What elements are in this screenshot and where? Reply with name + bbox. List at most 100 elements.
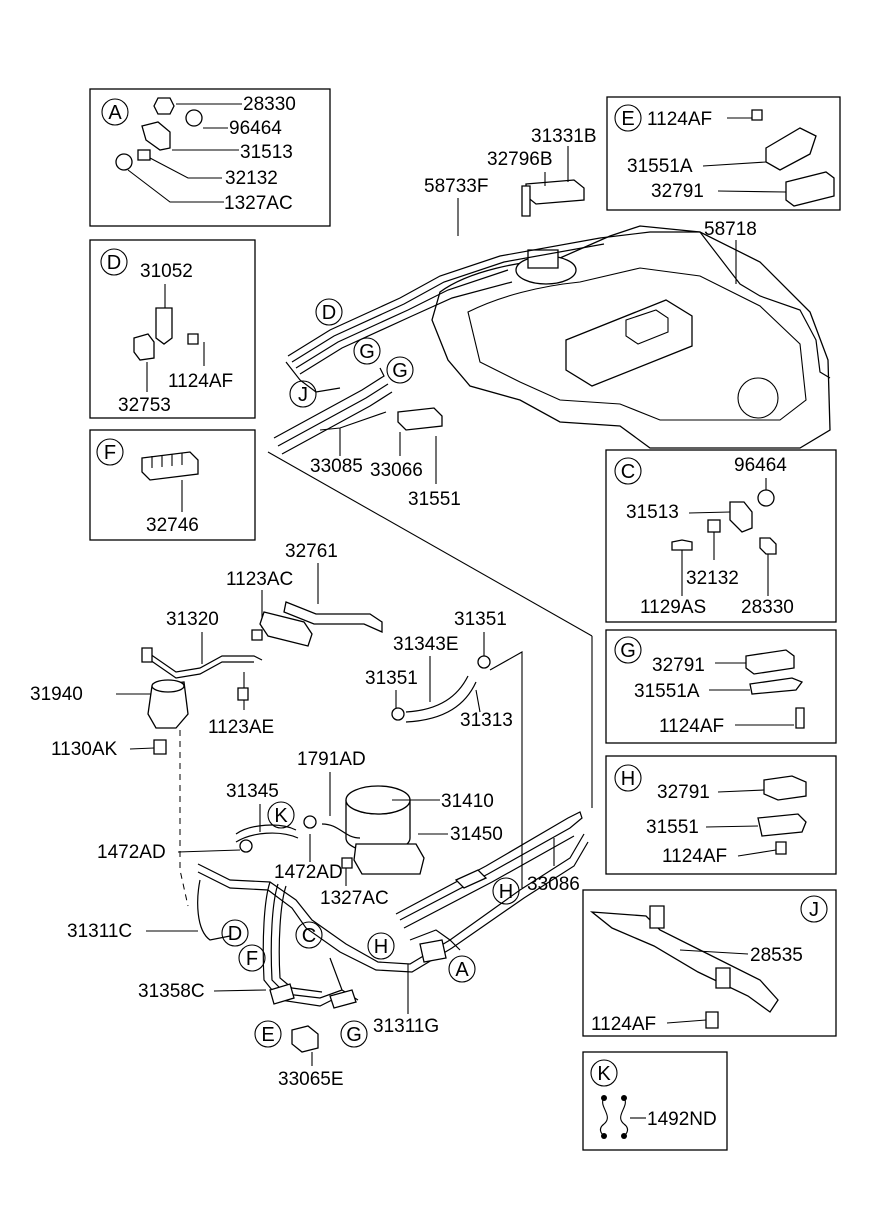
hose-31343e: 31351 31343E 31351 31313: [365, 609, 523, 888]
clip-end: [601, 1133, 607, 1139]
callout-circle: [353, 337, 381, 365]
callout-circle: [267, 801, 295, 829]
inset-h-frame: [605, 755, 837, 875]
part-number: 1124AF: [662, 846, 727, 867]
bolt-icon: [775, 841, 787, 855]
leader-line: [666, 1019, 707, 1024]
clip-icon: [454, 869, 488, 889]
grommet-icon: [185, 109, 203, 127]
bolt-icon: [705, 1011, 719, 1029]
part-number: 1123AC: [226, 569, 293, 590]
leader-line: [737, 849, 777, 857]
inset-d: D 31052 32753 1124AF: [89, 239, 256, 419]
leader-line: [705, 825, 759, 828]
leader-line: [679, 949, 749, 955]
sleeve-icon: [707, 519, 721, 533]
leader-line: [149, 157, 222, 179]
hose: [405, 681, 477, 723]
clip-end: [601, 1095, 607, 1101]
fuel-line: [273, 367, 385, 439]
callout-circle: [448, 955, 476, 983]
inset-g-frame: [605, 629, 837, 744]
part-number: 1124AF: [591, 1014, 656, 1035]
part-number: 31320: [166, 609, 219, 630]
part-number: 31513: [626, 502, 679, 523]
hose: [149, 653, 263, 673]
clamp-icon: [729, 501, 753, 533]
part-number: 1472AD: [97, 842, 166, 863]
leader-line: [717, 190, 787, 193]
dash-line: [179, 730, 189, 907]
clip-end: [621, 1133, 627, 1139]
inset-h-letter: H: [621, 768, 635, 790]
part-number: 32796B: [487, 149, 553, 170]
filter-bracket-icon: [353, 843, 425, 875]
bolt-icon: [795, 707, 805, 729]
part-number: 32132: [686, 568, 739, 589]
leader-line: [475, 689, 481, 713]
part-number: 33086: [527, 874, 580, 895]
clip-icon: [329, 989, 357, 1009]
fuel-line-bundle: [403, 835, 575, 929]
clamp-icon: [259, 611, 313, 647]
part-number: 1124AF: [659, 716, 724, 737]
callout-d: D: [228, 923, 242, 945]
fuel-line: [295, 269, 509, 369]
inset-a-letter-circle: [101, 98, 129, 126]
inset-j-letter: J: [809, 899, 819, 921]
leader-line: [213, 989, 267, 992]
fuel-line: [299, 281, 513, 375]
callout-circle: [254, 1020, 282, 1048]
inset-d-letter: D: [107, 252, 121, 274]
part-number: 1124AF: [647, 109, 712, 130]
pump-module: [527, 249, 559, 269]
leader-line: [129, 747, 155, 750]
part-number: 31311C: [67, 921, 132, 942]
tank-contour: [467, 267, 807, 421]
part-number: 1492ND: [647, 1109, 717, 1130]
leader-line: [177, 849, 241, 853]
hose: [235, 824, 297, 835]
clamp-icon: [141, 121, 171, 151]
inset-g-letter: G: [620, 640, 636, 662]
clip-wire-icon: [620, 1097, 629, 1137]
grommet-icon: [757, 489, 775, 507]
bolt-icon: [115, 153, 133, 171]
clamp-icon: [477, 655, 491, 669]
hose: [321, 823, 361, 839]
part-number: 1327AC: [224, 193, 293, 214]
callout-f: F: [246, 948, 258, 970]
part-number: 31358C: [138, 981, 205, 1002]
inset-j: J 28535 1124AF: [582, 889, 837, 1037]
part-number: 31313: [460, 710, 513, 731]
clip-icon: [269, 983, 295, 1005]
inset-k-letter-circle: [590, 1059, 618, 1087]
inset-a-letter: A: [108, 102, 122, 124]
callout-a: A: [455, 959, 469, 981]
inset-k-frame: [582, 1051, 728, 1151]
bolt-icon: [153, 739, 167, 755]
part-number: 32753: [118, 395, 171, 416]
callout-circle: [492, 877, 520, 905]
part-number: 31052: [140, 261, 193, 282]
part-number: 32791: [651, 181, 704, 202]
valve-top: [151, 679, 185, 693]
fuel-line: [409, 929, 461, 951]
part-number: 33085: [310, 456, 363, 477]
upper-fuel-lines: 33085 33066 31551 D G G J: [267, 231, 831, 808]
callout-g: G: [346, 1024, 362, 1046]
clip-icon: [291, 1025, 319, 1053]
callout-c: C: [302, 925, 316, 947]
bracket-icon: [521, 185, 531, 217]
inset-d-letter-circle: [100, 248, 128, 276]
fuel-line: [197, 833, 585, 965]
fuel-line: [278, 885, 323, 993]
sleeve-icon: [137, 149, 151, 161]
part-number: 31331B: [531, 126, 597, 147]
callout-g: G: [359, 341, 375, 363]
part-number: 1130AK: [51, 739, 118, 760]
inset-c-letter: C: [621, 461, 635, 483]
part-number: 31551: [646, 817, 699, 838]
part-number: 58733F: [424, 176, 488, 197]
